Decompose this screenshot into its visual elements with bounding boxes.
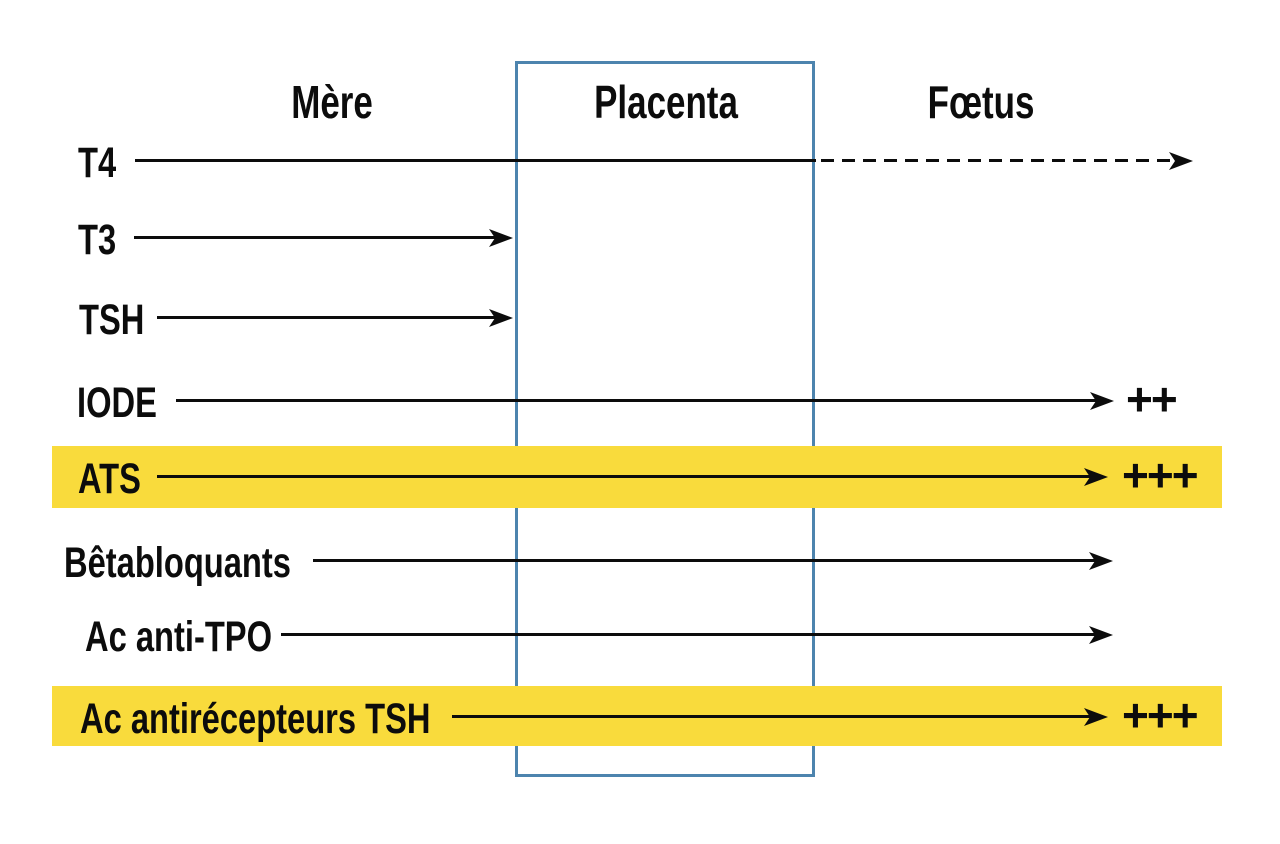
column-header-placenta: Placenta [594,76,738,128]
transfer-intensity-marker: +++ [1122,449,1199,501]
row-label: Ac anti-TPO [85,613,273,661]
arrowhead-icon [1089,626,1113,644]
transfer-line [134,236,498,239]
transfer-line [176,399,1099,402]
transfer-intensity-marker: +++ [1122,689,1199,741]
transfer-line [157,316,498,319]
arrowhead-icon [1169,152,1193,170]
transfer-line [135,159,816,162]
transfer-line [313,559,1098,562]
transfer-intensity-marker: ++ [1126,373,1178,425]
placenta-box [515,61,815,777]
column-header-foetus: Fœtus [927,76,1035,128]
column-header-mere: Mère [291,76,373,128]
arrowhead-icon [489,309,513,327]
row-label: T4 [78,139,117,187]
row-label: TSH [79,296,145,344]
row-label: Bêtabloquants [64,539,291,587]
row-label: IODE [77,379,157,427]
transfer-line-dashed [821,159,1178,162]
arrowhead-icon [1090,392,1114,410]
row-label: Ac antirécepteurs TSH [80,695,431,743]
arrowhead-icon [1084,468,1108,486]
arrowhead-icon [1089,552,1113,570]
row-label: T3 [78,216,117,264]
transfer-line [157,475,1093,478]
row-label: ATS [78,455,141,503]
arrowhead-icon [489,229,513,247]
arrowhead-icon [1084,708,1108,726]
transfer-line [452,715,1093,718]
transfer-line [281,633,1098,636]
